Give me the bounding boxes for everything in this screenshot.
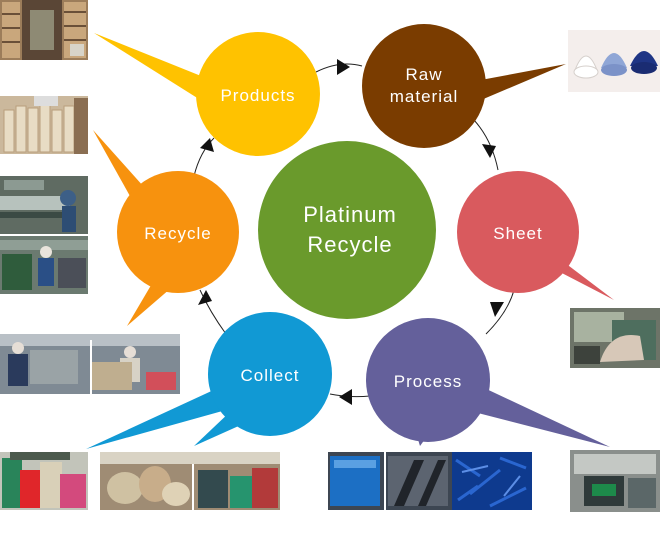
photo-process-machine — [570, 450, 660, 512]
photo-collected-bags — [0, 452, 88, 510]
arrow-to-process-icon — [490, 302, 504, 317]
arrow-to-collect-icon — [339, 389, 352, 405]
sheet-circle — [457, 171, 579, 293]
collect-callout-tail-left — [86, 388, 226, 449]
photo-collected-bundles — [100, 452, 280, 510]
raw-material-label-line-1: Raw — [405, 65, 442, 84]
collect-circle — [208, 312, 332, 436]
center-title-line-2: Recycle — [307, 232, 392, 257]
photo-sheet-forming-machine — [570, 308, 660, 368]
process-circle — [366, 318, 490, 442]
recycle-circle — [117, 171, 239, 293]
connector-sheet-process — [485, 289, 515, 335]
photo-paper-rolls — [0, 96, 88, 154]
products-callout-tail — [94, 33, 216, 106]
process-label: Process — [394, 372, 462, 391]
photo-thumbnails — [0, 0, 660, 512]
connector-recycle-products — [193, 137, 215, 177]
node-recycle: Recycle — [117, 171, 239, 293]
photo-extrusion-line — [0, 176, 88, 234]
arrow-to-products-icon — [200, 138, 214, 152]
photo-warehouse-shelves — [0, 0, 88, 60]
raw-material-label-line-2: material — [390, 87, 458, 106]
collect-label: Collect — [241, 366, 300, 385]
connector-collect-recycle — [199, 289, 227, 335]
node-sheet: Sheet — [457, 171, 579, 293]
products-label: Products — [220, 86, 295, 105]
arrow-to-sheet-icon — [482, 144, 496, 158]
photo-blue-containers — [328, 452, 452, 510]
sheet-label: Sheet — [493, 224, 542, 243]
node-raw-material: Raw material — [362, 24, 486, 148]
connector-raw-sheet — [473, 119, 499, 171]
center-node: Platinum Recycle — [258, 141, 436, 319]
photo-recycling-workers — [0, 334, 180, 394]
node-collect: Collect — [208, 312, 332, 436]
photo-worker-machine — [0, 236, 88, 294]
raw-material-callout-tail — [470, 64, 566, 103]
arrow-to-recycle-icon — [198, 290, 212, 305]
process-callout-tail-right — [474, 386, 610, 447]
photo-plastic-pellets — [568, 30, 660, 92]
center-title-line-1: Platinum — [303, 202, 397, 227]
cycle-arrowheads — [198, 59, 504, 405]
products-circle — [196, 32, 320, 156]
center-circle — [258, 141, 436, 319]
arrow-to-raw-material-icon — [337, 59, 350, 75]
recycle-label: Recycle — [144, 224, 211, 243]
raw-material-circle — [362, 24, 486, 148]
node-process: Process — [366, 318, 490, 442]
photo-blue-pellets — [452, 452, 532, 510]
node-products: Products — [196, 32, 320, 156]
